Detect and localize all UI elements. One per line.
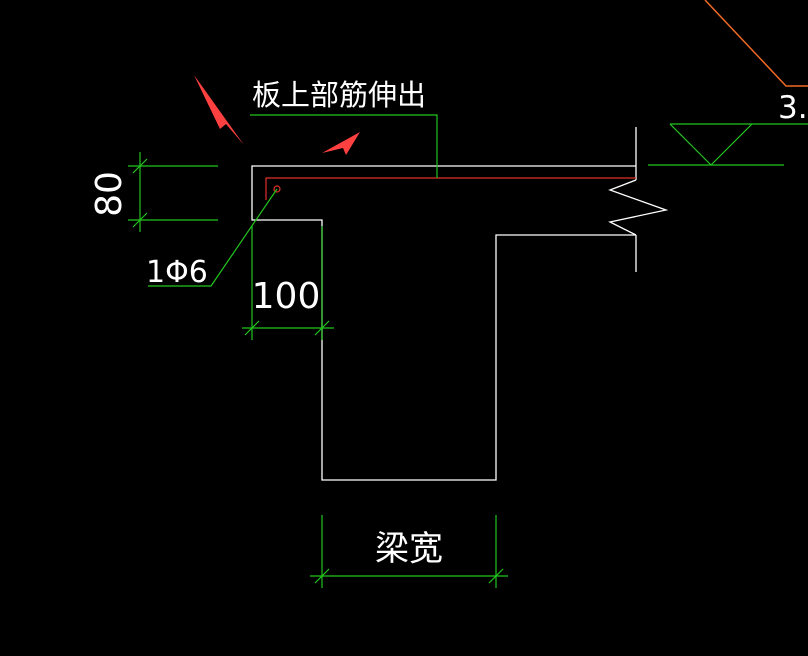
offset-dimension (242, 226, 334, 340)
annotation-arrow-small (322, 132, 360, 155)
slab-top-rebar (265, 177, 636, 200)
slab-beam-outline (251, 165, 636, 481)
rebar-spec-label: 1Φ6 (146, 255, 208, 290)
break-line-symbol (608, 127, 669, 272)
slab-top-bar-label: 板上部筋伸出 (252, 78, 426, 112)
orange-leader-line (704, 0, 808, 87)
elevation-text: 3.5 (778, 90, 808, 126)
annotation-arrow-large (194, 75, 244, 145)
beam-width-label: 梁宽 (375, 529, 443, 569)
slab-thickness-dimension (128, 152, 218, 232)
elevation-marker (648, 123, 808, 166)
top-bar-leader-line (250, 114, 438, 178)
rebar-section-dot (273, 185, 281, 193)
offset-value: 100 (252, 276, 321, 317)
rebar-spec-leader-line (148, 188, 278, 287)
beam-width-dimension (310, 515, 508, 588)
slab-thickness-value: 80 (89, 171, 130, 217)
